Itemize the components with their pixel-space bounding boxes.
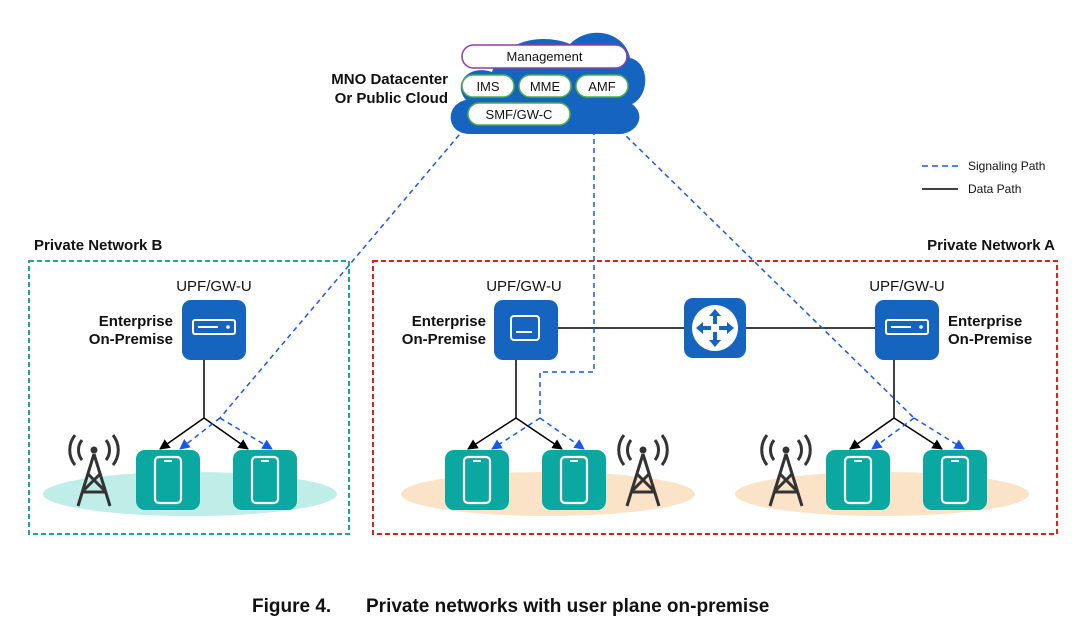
cell-tower-a1-icon [617,434,669,507]
cloud-label-line1: MNO Datacenter [331,71,448,88]
legend-signaling-label: Signaling Path [968,159,1045,173]
upf-a-left-label: UPF/GW-U [486,278,562,295]
site-a-right-line1: Enterprise [948,313,1022,330]
cloud-datacenter: Management IMS MME AMF SMF/GW-C [450,32,646,135]
site-b-line1: Enterprise [99,313,173,330]
site-b-line2: On-Premise [89,331,173,348]
phone-a4 [923,450,987,510]
phone-a3 [826,450,890,510]
legend: Signaling Path Data Path [922,159,1045,196]
upf-b-device [182,300,246,360]
network-a-box [372,260,1058,535]
network-b-box [28,260,350,535]
network-a-title: Private Network A [927,237,1055,254]
ims-label: IMS [476,79,499,94]
phone-b1 [136,450,200,510]
site-a-left-line2: On-Premise [402,331,486,348]
smf-label: SMF/GW-C [486,107,553,122]
site-a-left-line1: Enterprise [412,313,486,330]
caption-text: Private networks with user plane on-prem… [366,596,769,617]
phone-b2 [233,450,297,510]
legend-data-label: Data Path [968,182,1021,196]
upf-a-right-label: UPF/GW-U [869,278,945,295]
cloud-label-line2: Or Public Cloud [335,90,448,107]
network-b-title: Private Network B [34,237,163,254]
cell-tower-a2-icon [760,434,812,507]
management-pill: Management [461,44,628,69]
upf-a-right-device [875,300,939,360]
data-paths [159,327,943,450]
site-a-right-line2: On-Premise [948,331,1032,348]
cell-tower-b-icon [68,434,120,507]
management-label: Management [507,49,583,64]
mme-label: MME [530,79,561,94]
caption-figure-number: Figure 4. [252,596,331,617]
ims-pill: IMS [461,74,515,98]
signaling-paths [179,127,965,450]
router-device [684,298,746,358]
upf-b-label: UPF/GW-U [176,278,252,295]
amf-label: AMF [588,79,616,94]
phone-a2 [542,450,606,510]
smf-pill: SMF/GW-C [467,102,571,126]
mme-pill: MME [518,74,572,98]
upf-a-left-device [494,300,558,360]
phone-a1 [445,450,509,510]
amf-pill: AMF [575,74,629,98]
